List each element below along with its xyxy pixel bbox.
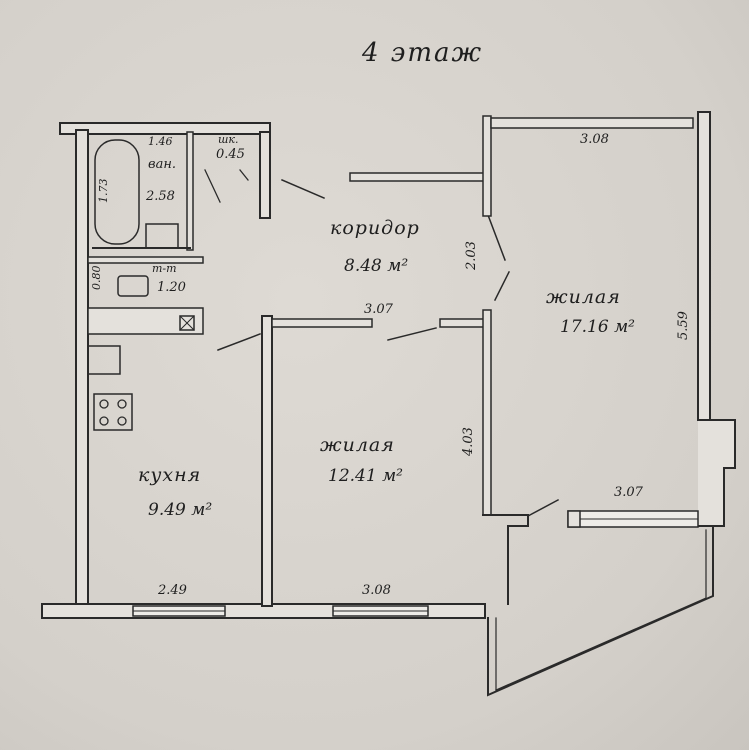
corridor-name: коридор [330,217,420,239]
kitchen-name: кухня [138,464,202,486]
toilet-area: 1.20 [157,280,186,295]
wall-top-left [59,122,271,135]
corridor-area: 8.48 м² [344,256,409,276]
kitchen-width: 2.49 [158,583,187,598]
large-room-bottom-width: 3.07 [614,485,643,500]
toilet-fixture [117,275,149,297]
stove [93,393,133,431]
corridor-width: 2.03 [464,241,479,270]
toilet-name: т-т [152,262,177,275]
wall-corridor-top [349,172,485,182]
wall-bath-closet [186,131,194,251]
large-room-name: жилая [546,286,621,308]
balcony [487,525,714,697]
bathroom-area: 2.58 [146,189,175,204]
wall-large-top [490,117,694,129]
wall-rooms-divider [482,309,492,516]
closet-area: 0.45 [216,147,245,162]
bathroom-length: 1.73 [97,178,110,204]
bathroom-width: 1.46 [148,135,173,148]
wall-kitchen-room [261,315,273,607]
small-room-area: 12.41 м² [328,466,403,486]
small-room-bottom-width: 3.08 [362,583,391,598]
bathroom-name: ван. [148,157,177,172]
large-room-top-width: 3.08 [580,132,609,147]
floor-title: 4 этаж [362,38,484,68]
wall-closet-right [259,131,271,219]
small-room-length: 4.03 [461,427,476,456]
wall-corridor-bottom [271,318,373,328]
small-room-name: жилая [320,434,395,456]
small-room-width: 3.07 [364,302,393,317]
wall-left [75,129,89,609]
toilet-width: 0.80 [90,265,103,291]
wall-right [697,111,711,421]
bathtub [94,139,140,245]
large-room-length: 5.59 [676,311,691,340]
large-room-area: 17.16 м² [560,317,635,337]
wall-toilet-top [87,256,204,264]
closet-name: шк. [218,133,239,146]
kitchen-area: 9.49 м² [148,500,213,520]
sink [87,345,121,375]
